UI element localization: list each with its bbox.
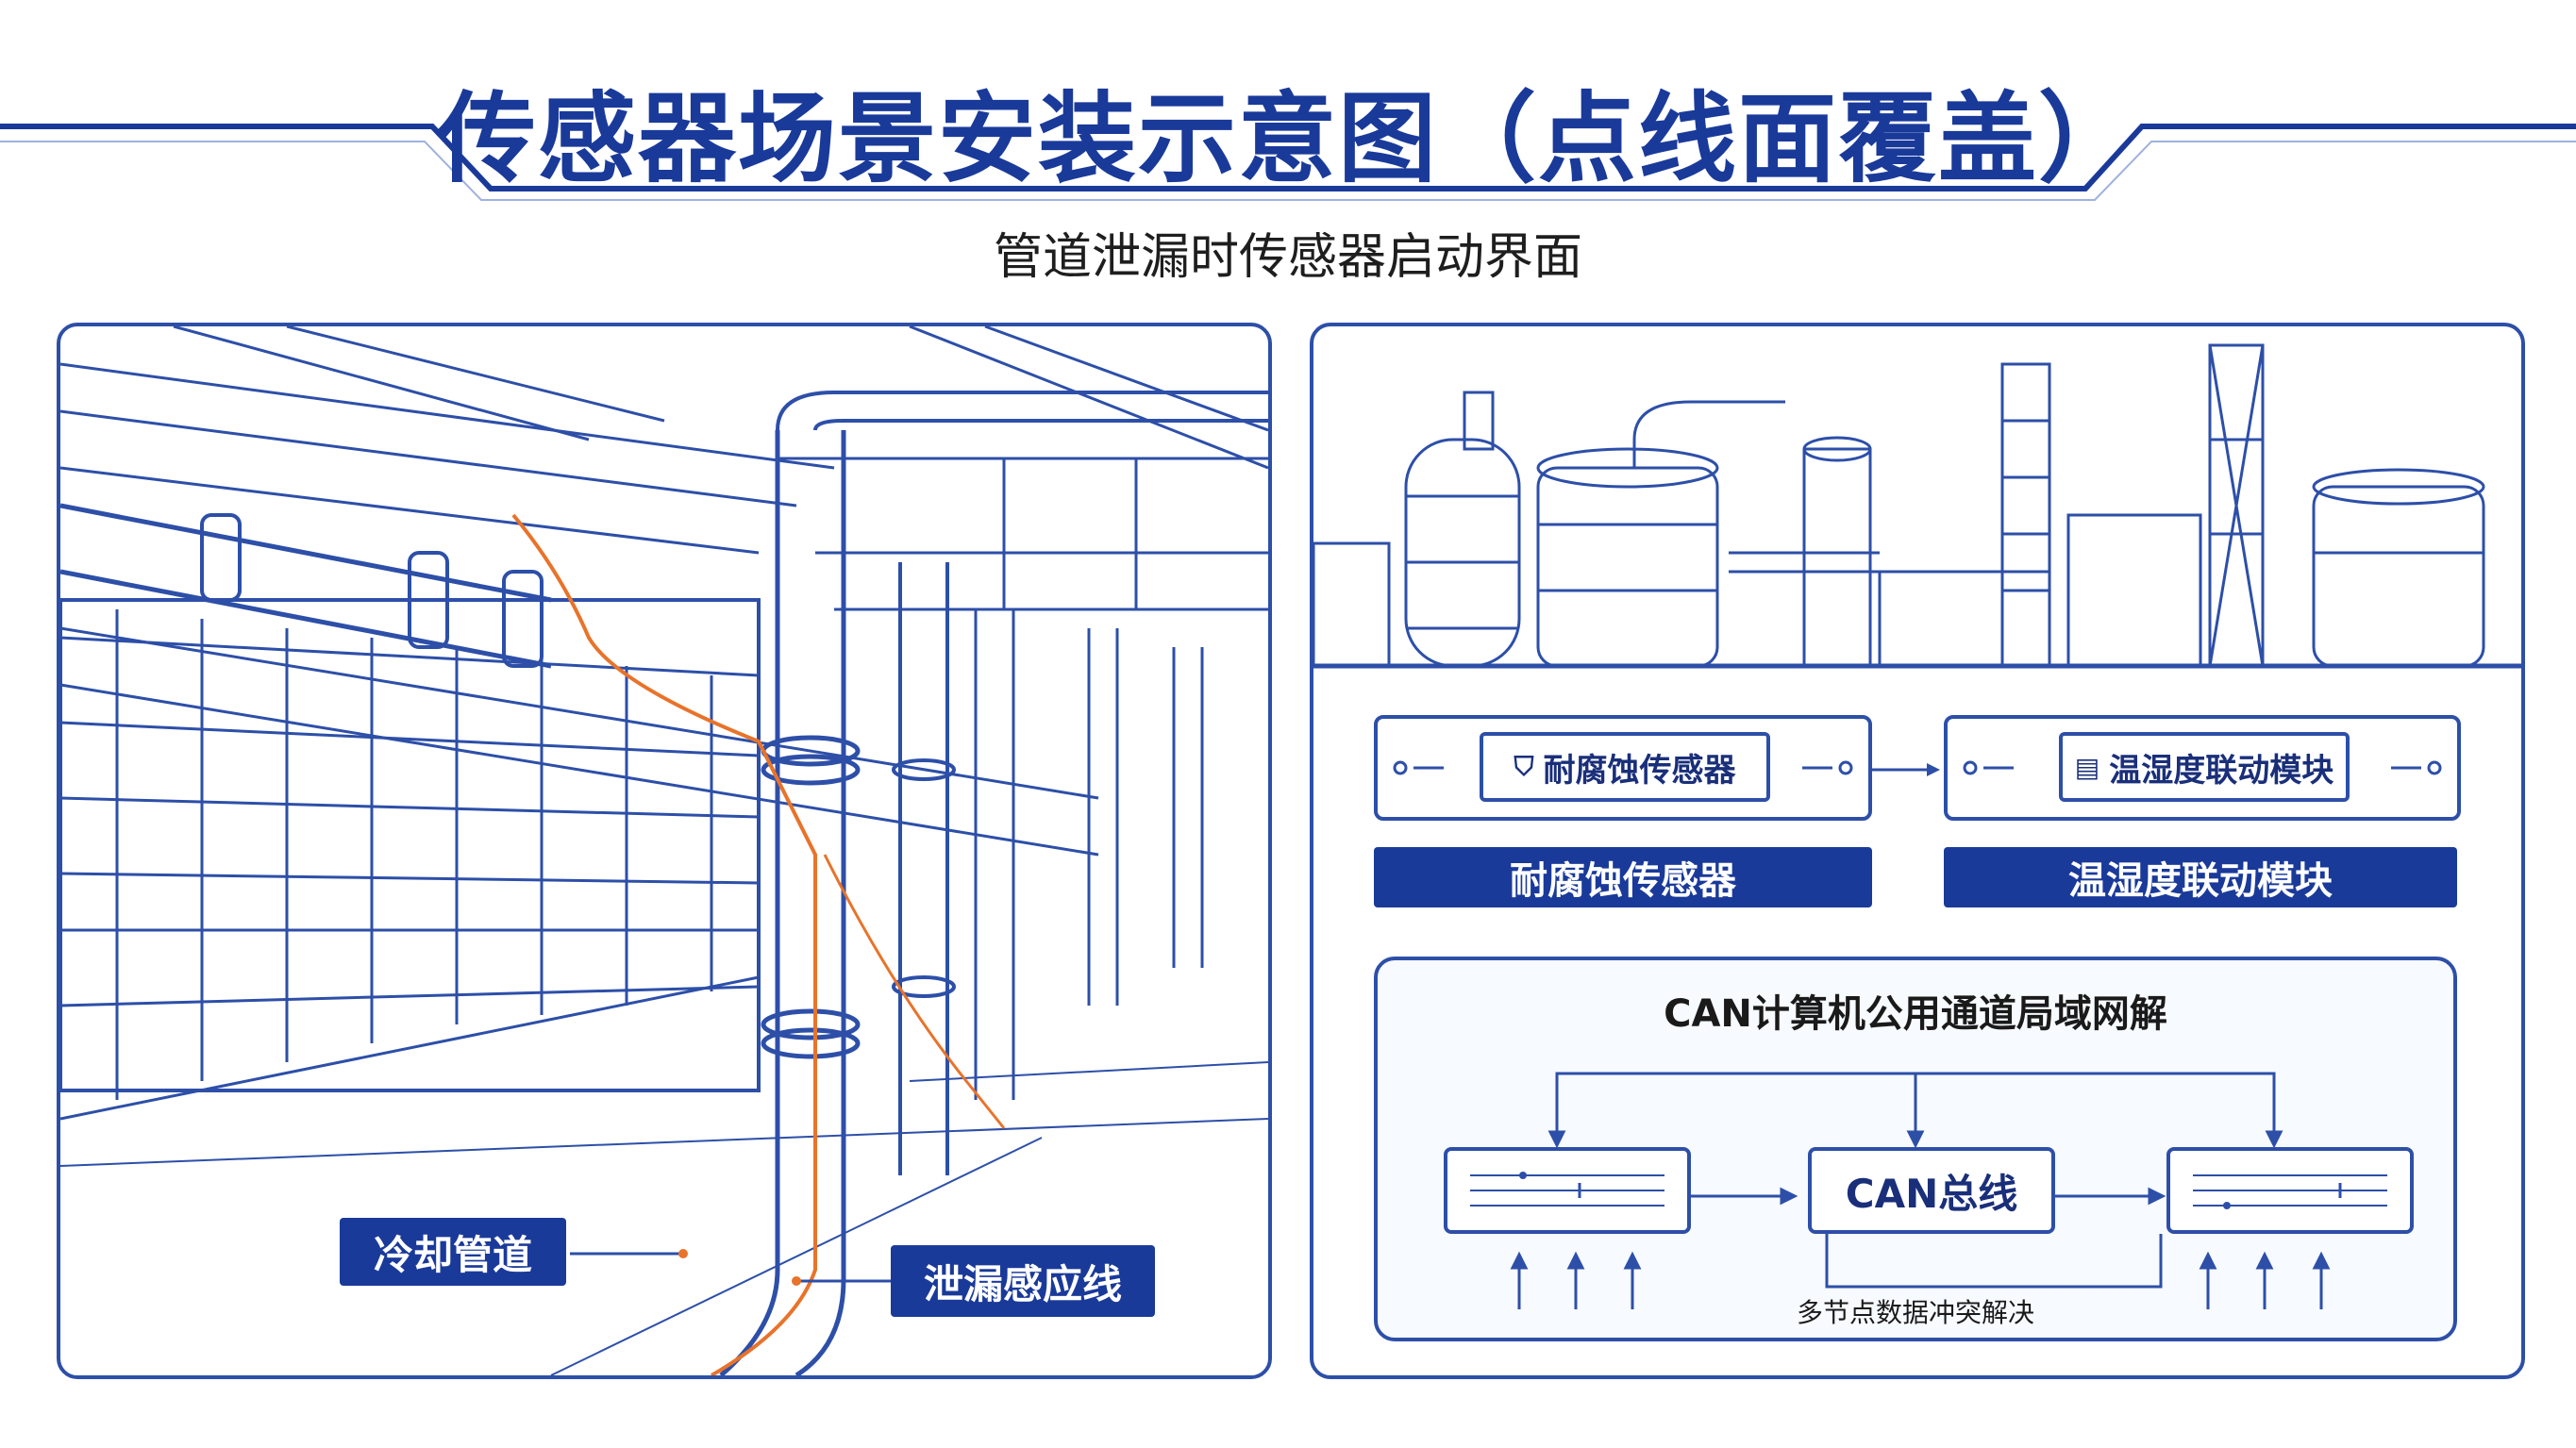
humidity-linkage-module: ▤ 温湿度联动模块	[2059, 732, 2350, 802]
card-connector-lines	[1963, 760, 2442, 775]
cooling-pipe-label: 冷却管道	[340, 1218, 566, 1286]
can-network-caption: 多节点数据冲突解决	[1796, 1297, 2034, 1328]
can-network-connections	[1510, 1072, 2331, 1309]
humidity-module-bar: 温湿度联动模块	[1944, 847, 2457, 907]
corrosion-sensor-module: ⛉ 耐腐蚀传感器	[1480, 732, 1770, 802]
node-bus-lines	[2193, 1174, 2387, 1209]
industrial-plant-illustration	[1313, 343, 2521, 669]
shield-icon: ⛉	[1514, 751, 1534, 782]
corrosion-sensor-card: ⛉ 耐腐蚀传感器	[1374, 715, 1872, 821]
leak-sensing-line-label: 泄漏感应线	[891, 1245, 1155, 1317]
sensor-network-panel: ⛉ 耐腐蚀传感器 ▤ 温湿度联动模块 耐腐蚀传感器 温湿度联动模块 CAN计算机…	[1310, 323, 2525, 1379]
pipe-room-illustration	[60, 326, 1268, 1375]
page-subtitle: 管道泄漏时传感器启动界面	[993, 229, 1582, 286]
pipe-scene-panel: 冷却管道 泄漏感应线	[57, 323, 1272, 1379]
header-decoration	[0, 124, 2576, 201]
humidity-module-card: ▤ 温湿度联动模块	[1944, 715, 2461, 821]
can-network-title: CAN计算机公用通道局域网解	[1664, 992, 2167, 1036]
can-node-right	[2166, 1147, 2414, 1234]
card-link-arrow	[1872, 763, 1940, 776]
page-title: 传感器场景安装示意图（点线面覆盖）	[437, 81, 2138, 196]
can-bus-box: CAN总线	[1808, 1147, 2055, 1234]
node-bus-lines	[1470, 1172, 1664, 1207]
can-node-left	[1444, 1147, 1691, 1234]
can-network-box: CAN计算机公用通道局域网解	[1374, 957, 2457, 1341]
sensor-module-label: 耐腐蚀传感器	[1543, 751, 1736, 790]
card-connector-lines	[1393, 760, 1853, 775]
corrosion-sensor-bar: 耐腐蚀传感器	[1374, 847, 1872, 907]
sensor-module-label: 温湿度联动模块	[2109, 751, 2334, 790]
document-icon: ▤	[2074, 751, 2100, 783]
